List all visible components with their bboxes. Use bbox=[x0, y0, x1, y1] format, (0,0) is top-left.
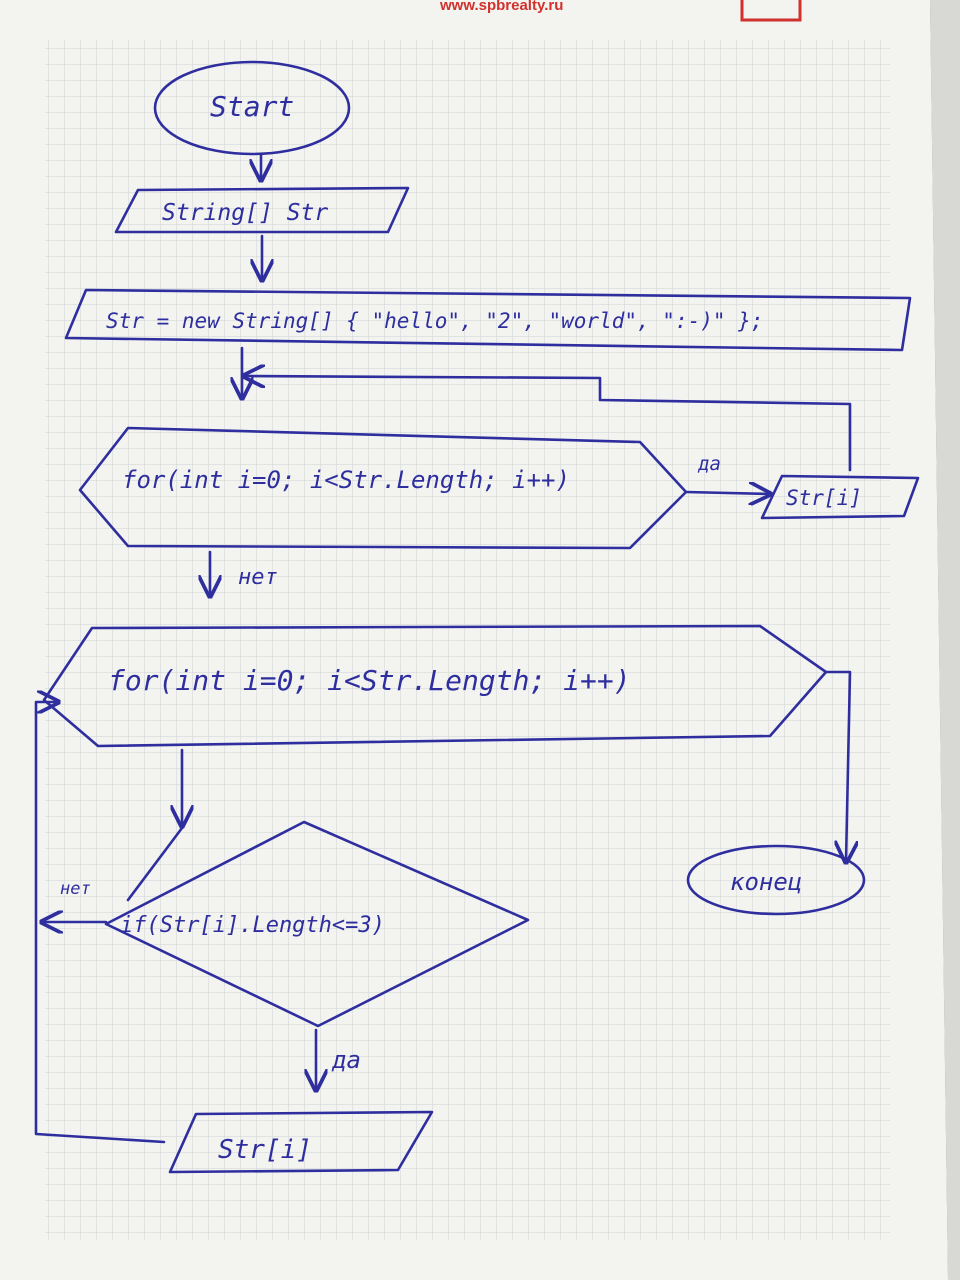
connector-to-condition bbox=[126, 826, 184, 902]
condition-yes-label: да bbox=[331, 1046, 361, 1074]
loop1-return-line bbox=[244, 376, 852, 472]
loop1-label: for(int i=0; i<Str.Length; i++) bbox=[122, 466, 570, 494]
declare-io-box bbox=[114, 186, 410, 234]
page-edge bbox=[930, 0, 960, 1280]
loop1-no-label: нет bbox=[238, 565, 278, 590]
output2-label: Str[i] bbox=[218, 1135, 312, 1165]
arrow-loop2-end bbox=[824, 670, 850, 862]
assign-label: Str = new String[] { "hello", "2", "worl… bbox=[106, 309, 763, 333]
loop2-label: for(int i=0; i<Str.Length; i++) bbox=[108, 664, 631, 697]
output1-label: Str[i] bbox=[786, 486, 862, 510]
condition-no-label: нет bbox=[60, 879, 91, 899]
output2-io-box bbox=[168, 1110, 434, 1174]
condition-label: if(Str[i].Length<=3) bbox=[120, 913, 385, 938]
loop1-hexagon bbox=[78, 426, 688, 550]
declare-label: String[] Str bbox=[162, 200, 328, 226]
condition-diamond bbox=[104, 820, 530, 1028]
website-text: www.spbrealty.ru bbox=[439, 0, 563, 14]
start-label: Start bbox=[210, 90, 294, 123]
arrow-loop1-yes bbox=[684, 492, 770, 494]
loop2-return-line bbox=[34, 702, 166, 1144]
grid-pattern bbox=[45, 40, 890, 1240]
brand-box bbox=[740, 0, 802, 22]
end-label: конец bbox=[730, 868, 802, 896]
output1-io-box bbox=[760, 474, 920, 520]
end-terminal bbox=[686, 844, 866, 916]
assign-io-box bbox=[64, 288, 912, 352]
loop1-yes-label: да bbox=[697, 453, 721, 475]
start-terminal bbox=[153, 60, 351, 156]
